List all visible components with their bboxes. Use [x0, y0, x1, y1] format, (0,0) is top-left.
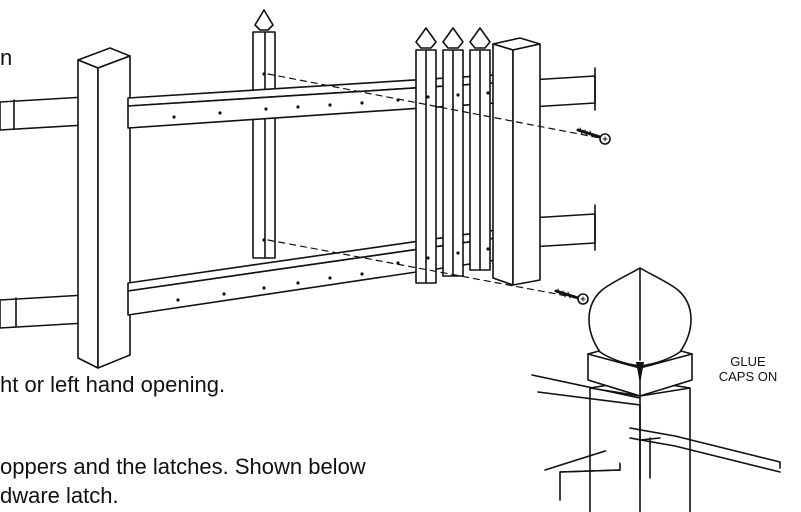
instruction-fragment-top: n — [0, 45, 13, 70]
picket-group — [415, 27, 491, 284]
callout-caps-on: CAPS ON — [718, 369, 778, 384]
rail-holes — [172, 72, 490, 302]
alignment-guides — [267, 73, 601, 299]
instruction-line-2: oppers and the latches. Shown below — [0, 454, 366, 479]
right-fence-rails — [529, 67, 596, 251]
callout-glue: GLUE — [730, 354, 766, 369]
right-post — [492, 37, 541, 286]
instruction-line-1: ht or left hand opening. — [0, 372, 226, 397]
left-fence-rails — [0, 96, 86, 329]
post-cap-detail — [531, 267, 781, 512]
left-post — [77, 47, 131, 369]
instruction-line-3: dware latch. — [0, 483, 119, 508]
picket-single — [252, 9, 276, 259]
screw-bottom — [554, 288, 589, 305]
screw-top — [576, 127, 611, 145]
